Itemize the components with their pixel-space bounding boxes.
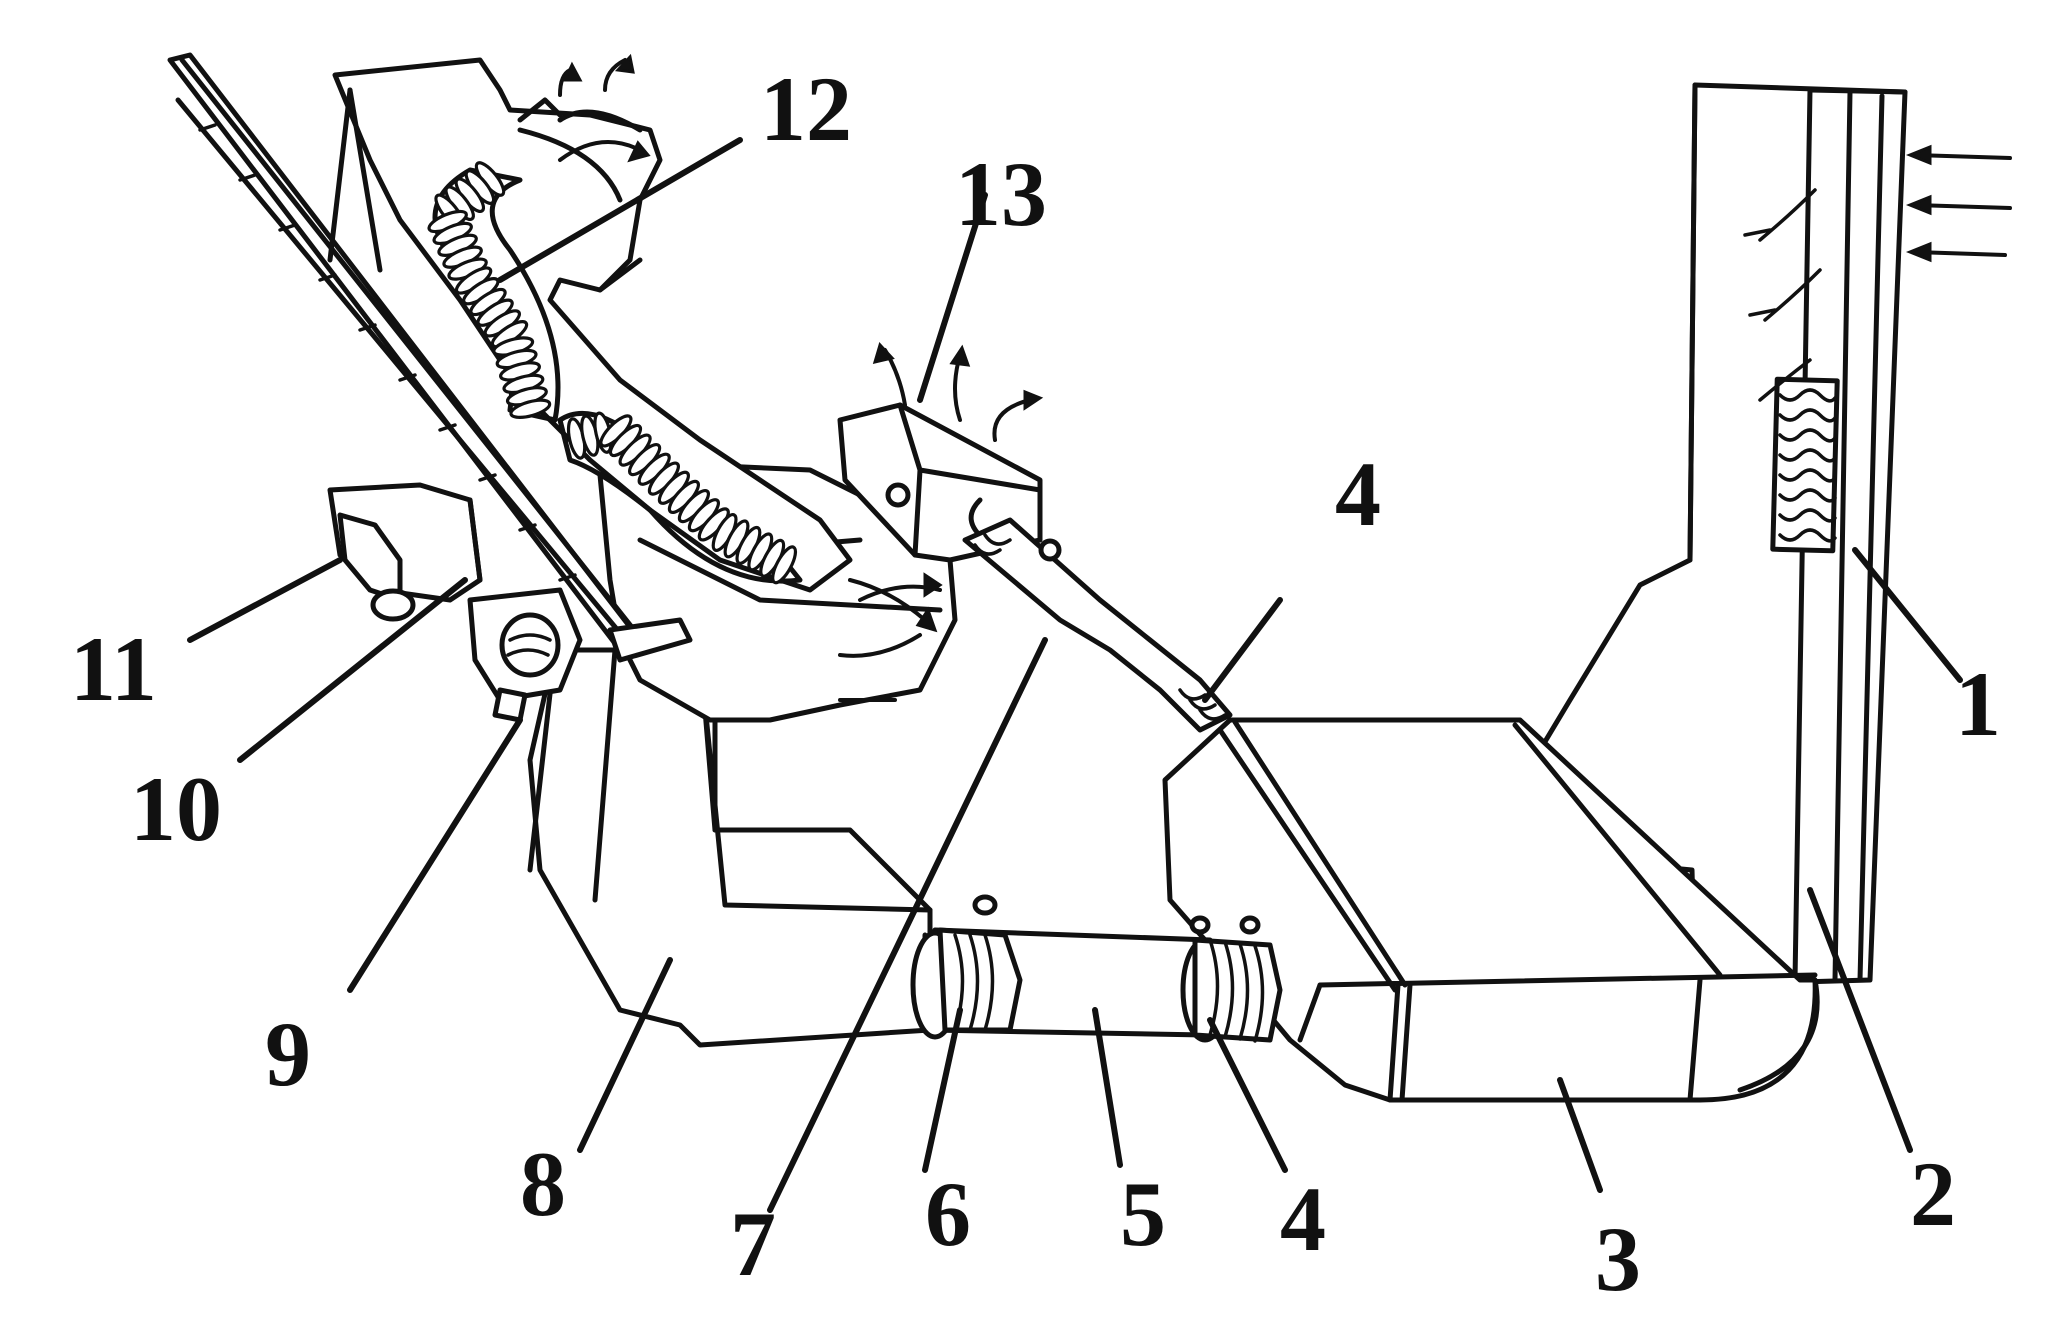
hose-clamp-left xyxy=(937,894,1023,1033)
filter-mesh xyxy=(1778,388,1837,543)
part-number-labels: 1 2 3 4 4 5 6 7 8 9 10 11 12 13 xyxy=(70,58,2001,1310)
label-13: 13 xyxy=(955,143,1047,245)
label-10: 10 xyxy=(130,758,222,860)
leader-10 xyxy=(237,577,468,763)
leader-4b xyxy=(1207,1017,1288,1173)
corrugated-hose-lower xyxy=(557,410,803,585)
hose-ring xyxy=(771,545,798,585)
label-11: 11 xyxy=(70,618,157,720)
label-12: 12 xyxy=(760,58,852,160)
leader-5 xyxy=(1092,1007,1123,1168)
supply-pipe xyxy=(962,517,1233,733)
leader-9 xyxy=(347,717,523,993)
corrugated-hose-upper xyxy=(427,161,561,423)
leader-6 xyxy=(922,1007,963,1173)
leader-1 xyxy=(1852,547,1963,683)
leader-7 xyxy=(767,637,1048,1213)
leader-2 xyxy=(1807,887,1913,1153)
defroster-blade xyxy=(167,52,693,663)
label-3: 3 xyxy=(1595,1208,1641,1310)
label-5: 5 xyxy=(1120,1163,1166,1265)
label-4-top: 4 xyxy=(1335,443,1381,545)
label-6: 6 xyxy=(925,1163,971,1265)
hose-ring xyxy=(509,398,552,419)
label-2: 2 xyxy=(1910,1143,1956,1245)
leader-8 xyxy=(577,957,673,1153)
leader-4a xyxy=(1202,597,1283,703)
label-1: 1 xyxy=(1955,653,2001,755)
label-7: 7 xyxy=(730,1193,776,1295)
vertical-intake-duct xyxy=(1477,82,2012,988)
leader-3 xyxy=(1557,1077,1603,1193)
label-4-bottom: 4 xyxy=(1280,1168,1326,1270)
leader-11 xyxy=(187,557,343,643)
label-8: 8 xyxy=(520,1133,566,1235)
leader-13 xyxy=(917,192,988,403)
label-9: 9 xyxy=(265,1003,311,1105)
side-vent-nozzle xyxy=(327,482,483,622)
intake-arrows xyxy=(1905,144,2012,263)
outlet-box xyxy=(837,342,1044,563)
leader-lines xyxy=(187,137,1963,1213)
heater-box xyxy=(1162,717,1820,1103)
leader-12 xyxy=(497,137,743,283)
hose-clamp-right xyxy=(1189,915,1283,1043)
